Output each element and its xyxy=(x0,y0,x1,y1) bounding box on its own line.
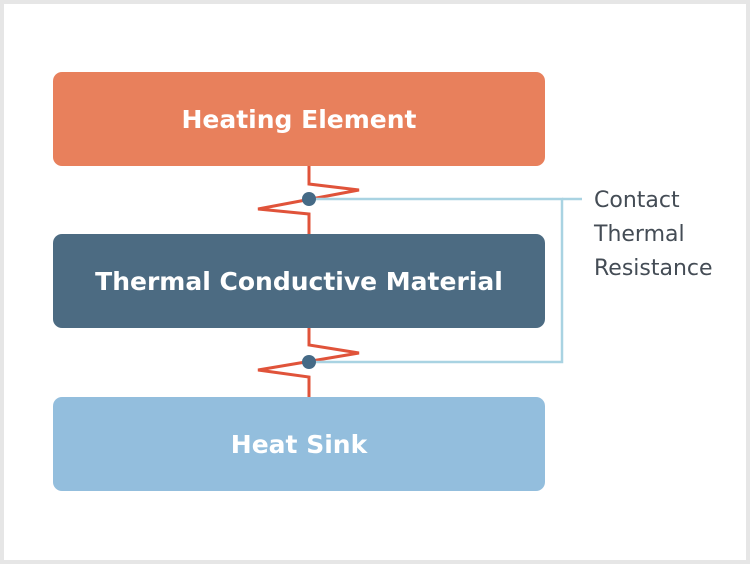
thermal-material-label: Thermal Conductive Material xyxy=(95,266,503,296)
heating-element-label: Heating Element xyxy=(181,104,417,134)
heat-sink-label: Heat Sink xyxy=(230,429,368,459)
lower-contact-node xyxy=(302,355,316,369)
contact-resistance-label: Contact Thermal Resistance xyxy=(594,184,744,286)
contact-bracket-line xyxy=(309,197,564,364)
heating-element-block: Heating Element xyxy=(53,72,545,166)
annotation-line-2: Thermal xyxy=(594,222,685,247)
heat-sink-block: Heat Sink xyxy=(53,397,545,491)
annotation-line-1: Contact xyxy=(594,188,680,213)
upper-contact-node xyxy=(302,192,316,206)
thermal-material-block: Thermal Conductive Material xyxy=(53,234,545,328)
annotation-line-3: Resistance xyxy=(594,256,713,281)
